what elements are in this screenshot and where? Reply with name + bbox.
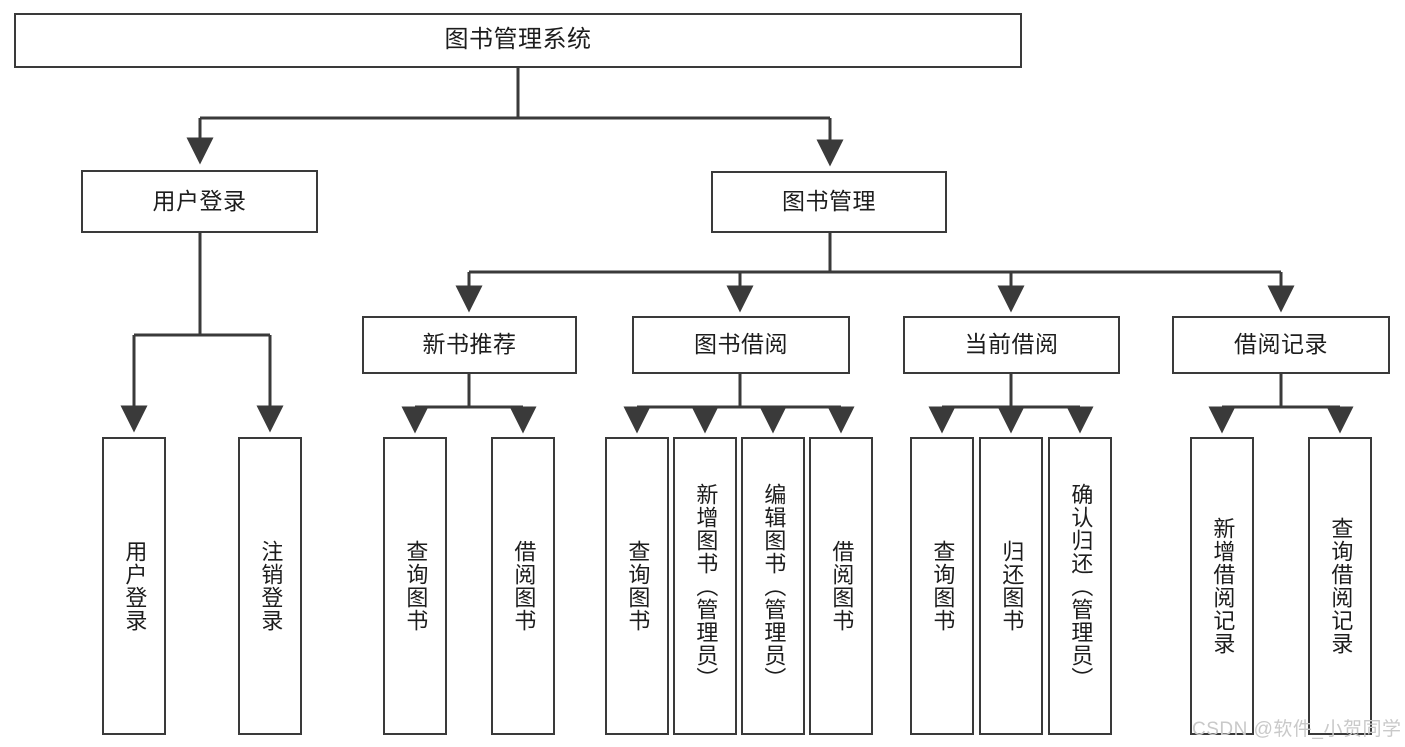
leaf-confirm-return-label: 确认归还（管理员）: [1068, 482, 1094, 690]
node-current-borrow[interactable]: 当前借阅: [903, 316, 1120, 374]
leaf-query-book-1-label: 查询图书: [403, 540, 429, 632]
leaf-borrow-book-1-label: 借阅图书: [511, 540, 537, 632]
node-user-login-label: 用户登录: [152, 187, 247, 214]
leaf-add-book-label: 新增图书（管理员）: [693, 482, 719, 690]
leaf-query-record-label: 查询借阅记录: [1328, 517, 1354, 655]
leaf-query-book-2-label: 查询图书: [625, 540, 651, 632]
leaf-query-book-3-label: 查询图书: [930, 540, 956, 632]
node-new-book-recommend-label: 新书推荐: [422, 331, 517, 358]
leaf-query-book-3[interactable]: 查询图书: [910, 437, 974, 735]
leaf-borrow-book-1[interactable]: 借阅图书: [491, 437, 555, 735]
csdn-watermark: CSDN @软件_小贺同学: [1192, 719, 1402, 740]
node-book-borrow-label: 图书借阅: [694, 331, 788, 358]
node-new-book-recommend[interactable]: 新书推荐: [362, 316, 577, 374]
leaf-query-record[interactable]: 查询借阅记录: [1308, 437, 1372, 735]
leaf-add-book[interactable]: 新增图书（管理员）: [673, 437, 737, 735]
node-user-login[interactable]: 用户登录: [81, 170, 318, 233]
leaf-query-book-1[interactable]: 查询图书: [383, 437, 447, 735]
leaf-add-record[interactable]: 新增借阅记录: [1190, 437, 1254, 735]
node-borrow-record-label: 借阅记录: [1234, 331, 1328, 358]
node-borrow-record[interactable]: 借阅记录: [1172, 316, 1390, 374]
leaf-edit-book[interactable]: 编辑图书（管理员）: [741, 437, 805, 735]
leaf-query-book-2[interactable]: 查询图书: [605, 437, 669, 735]
leaf-add-record-label: 新增借阅记录: [1210, 517, 1236, 655]
node-book-manage[interactable]: 图书管理: [711, 171, 947, 233]
leaf-user-logout-label: 注销登录: [258, 540, 284, 632]
leaf-borrow-book-2-label: 借阅图书: [829, 540, 855, 632]
leaf-user-login[interactable]: 用户登录: [102, 437, 166, 735]
node-book-borrow[interactable]: 图书借阅: [632, 316, 850, 374]
leaf-user-logout[interactable]: 注销登录: [238, 437, 302, 735]
leaf-borrow-book-2[interactable]: 借阅图书: [809, 437, 873, 735]
node-book-manage-label: 图书管理: [782, 188, 876, 215]
node-root-label: 图书管理系统: [444, 26, 592, 54]
leaf-return-book-label: 归还图书: [999, 540, 1025, 632]
node-current-borrow-label: 当前借阅: [964, 331, 1059, 358]
leaf-confirm-return[interactable]: 确认归还（管理员）: [1048, 437, 1112, 735]
leaf-return-book[interactable]: 归还图书: [979, 437, 1043, 735]
node-root[interactable]: 图书管理系统: [14, 13, 1022, 68]
leaf-edit-book-label: 编辑图书（管理员）: [761, 482, 787, 690]
leaf-user-login-label: 用户登录: [122, 540, 148, 632]
